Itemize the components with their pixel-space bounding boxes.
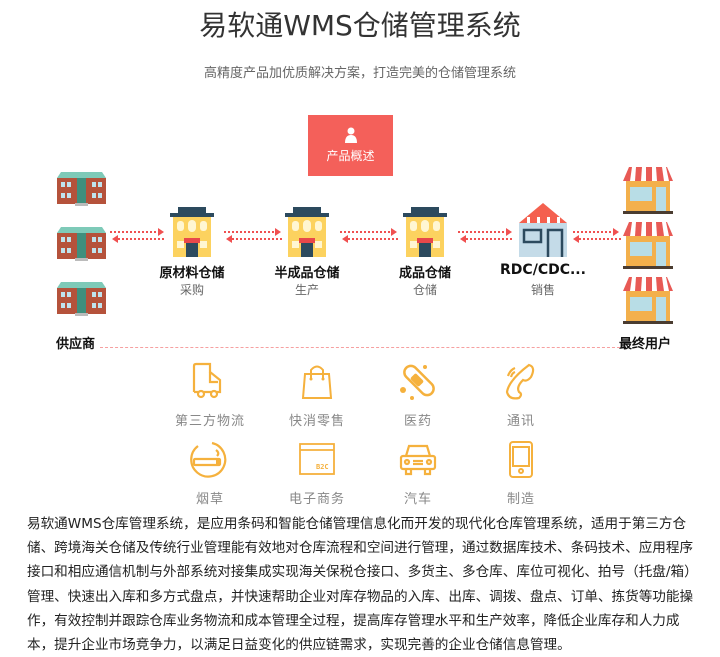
page-subtitle: 高精度产品加优质解决方案，打造完美的仓储管理系统 bbox=[203, 66, 516, 81]
industry-label: 通讯 bbox=[506, 414, 535, 429]
product-overview-label: 产品概述 bbox=[326, 149, 375, 163]
stage-title: 半成品仓储 bbox=[274, 266, 340, 281]
supplier-building-icon bbox=[57, 172, 106, 206]
end-user-label: 最终用户 bbox=[619, 337, 672, 352]
shopping-bag-icon bbox=[301, 365, 333, 399]
divider bbox=[100, 347, 620, 348]
arrow-right-icon bbox=[158, 228, 164, 236]
arrow-left-icon bbox=[112, 235, 118, 243]
industry-label: 制造 bbox=[506, 492, 535, 507]
store-icon bbox=[623, 277, 673, 324]
phone-icon bbox=[505, 363, 535, 400]
product-overview-button[interactable]: 产品概述 bbox=[308, 115, 393, 176]
svg-text:B2C: B2C bbox=[316, 463, 329, 471]
stage-subtitle: 销售 bbox=[530, 283, 555, 297]
stage-subtitle: 生产 bbox=[294, 283, 319, 297]
car-icon bbox=[399, 444, 437, 476]
cigarette-icon bbox=[190, 441, 227, 478]
store-icon bbox=[623, 167, 673, 214]
industry-label: 电子商务 bbox=[288, 492, 345, 507]
industry-label: 第三方物流 bbox=[174, 414, 245, 429]
store-icon bbox=[623, 222, 673, 269]
distribution-center-icon bbox=[519, 203, 567, 257]
stage-subtitle: 采购 bbox=[179, 283, 204, 297]
supplier-building-icon bbox=[57, 282, 106, 316]
industry-label: 汽车 bbox=[403, 492, 432, 507]
stage-subtitle: 仓储 bbox=[412, 283, 437, 297]
industry-label: 医药 bbox=[403, 414, 432, 429]
pill-icon bbox=[400, 364, 435, 400]
device-icon bbox=[509, 441, 533, 478]
industry-label: 快消零售 bbox=[288, 414, 345, 429]
supplier-building-icon bbox=[57, 227, 106, 261]
page-title: 易软通WMS仓储管理系统 bbox=[199, 9, 521, 42]
industry-label: 烟草 bbox=[195, 492, 224, 507]
flow-arrows bbox=[110, 228, 621, 243]
stage-title: 原材料仓储 bbox=[159, 266, 225, 281]
stage-title: RDC/CDC... bbox=[500, 262, 586, 278]
product-description: 易软通WMS仓库管理系统，是应用条码和智能仓储管理信息化而开发的现代化仓库管理系… bbox=[27, 516, 694, 654]
user-icon bbox=[344, 127, 357, 143]
truck-icon bbox=[192, 362, 222, 399]
supplier-label: 供应商 bbox=[56, 337, 96, 352]
stage-title: 成品仓储 bbox=[398, 266, 451, 281]
b2c-browser-icon: B2C bbox=[299, 443, 335, 475]
